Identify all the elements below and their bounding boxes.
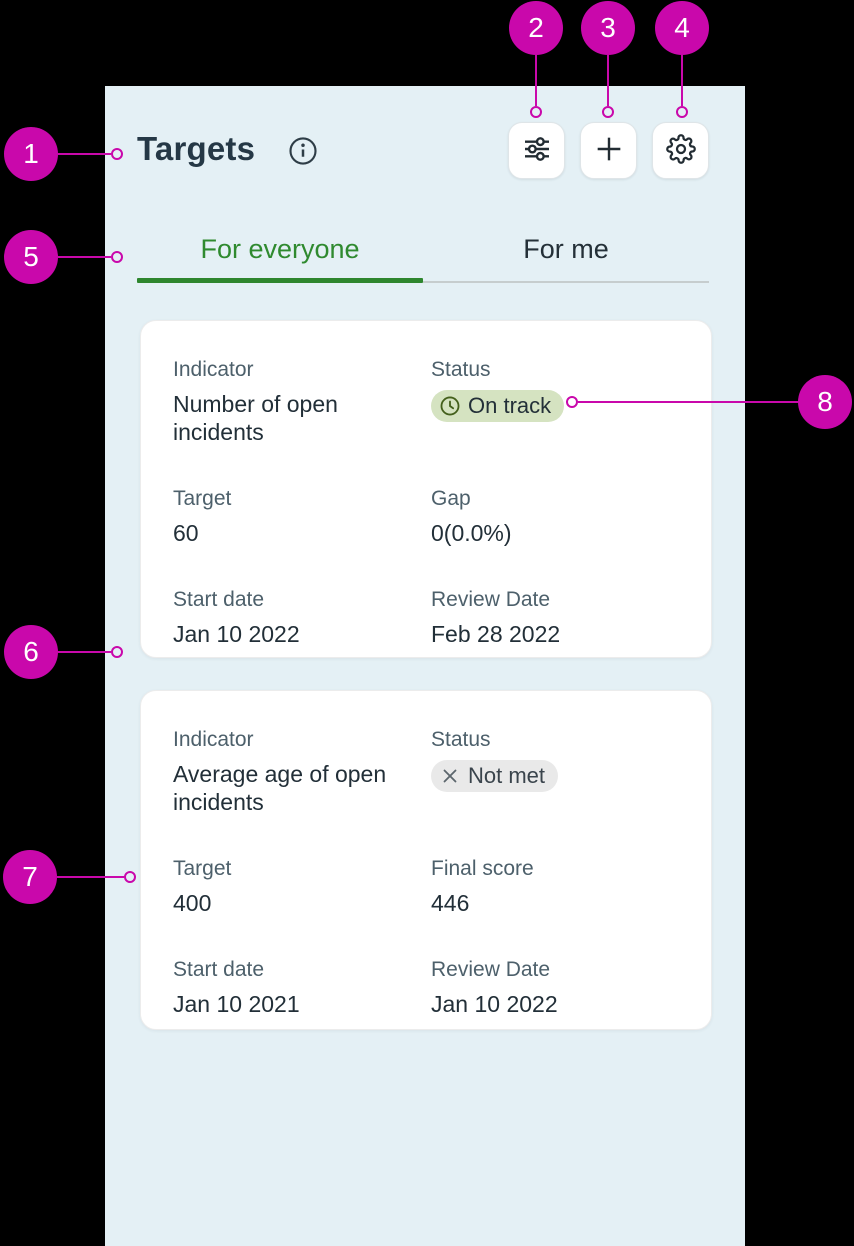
tab-label: For me <box>523 234 609 264</box>
status-badge: On track <box>431 390 565 422</box>
field-cell: Target 60 <box>173 486 431 547</box>
status-text: Not met <box>468 763 546 788</box>
field-cell: Review Date Feb 28 2022 <box>431 587 679 648</box>
tab-label: For everyone <box>200 234 360 264</box>
page-title: Targets <box>137 130 256 167</box>
tab-bar: For everyone For me <box>137 226 709 283</box>
field-label: Target <box>173 487 232 510</box>
status-text: On track <box>468 393 552 418</box>
field-cell: Final score 446 <box>431 856 679 917</box>
callout-5-anchor <box>111 251 123 263</box>
status-label: Status <box>431 358 491 381</box>
indicator-value: Number of open incidents <box>173 391 338 445</box>
callout-3-marker: 3 <box>581 1 635 55</box>
tab-for-everyone[interactable]: For everyone <box>137 226 423 283</box>
callout-3-line <box>606 55 609 106</box>
indicator-cell: Indicator Number of open incidents <box>173 357 431 446</box>
field-value: 0(0.0%) <box>431 520 512 546</box>
field-value: Jan 10 2022 <box>173 621 300 647</box>
add-button[interactable] <box>580 122 637 179</box>
callout-4-anchor <box>676 106 688 118</box>
callout-7-anchor <box>124 871 136 883</box>
field-cell: Gap 0(0.0%) <box>431 486 679 547</box>
info-icon[interactable] <box>288 136 318 166</box>
callout-8-line <box>578 400 798 403</box>
sliders-icon <box>521 133 553 168</box>
callout-2-anchor <box>530 106 542 118</box>
tab-underline <box>423 281 709 283</box>
field-cell: Start date Jan 10 2022 <box>173 587 431 648</box>
target-card-everyone: Indicator Number of open incidents Statu… <box>140 320 712 658</box>
field-value: 446 <box>431 890 470 916</box>
settings-button[interactable] <box>652 122 709 179</box>
callout-4-marker: 4 <box>655 1 709 55</box>
field-value: Feb 28 2022 <box>431 621 561 647</box>
callout-4-line <box>680 55 683 106</box>
field-cell: Target 400 <box>173 856 431 917</box>
x-icon <box>439 765 461 787</box>
filter-button[interactable] <box>508 122 565 179</box>
field-label: Review Date <box>431 588 551 611</box>
field-label: Review Date <box>431 958 551 981</box>
status-badge: Not met <box>431 760 559 792</box>
callout-8-anchor <box>566 396 578 408</box>
callout-5-marker: 5 <box>4 230 58 284</box>
field-label: Target <box>173 857 232 880</box>
tab-active-underline <box>137 278 423 283</box>
field-value: Jan 10 2022 <box>431 991 558 1017</box>
callout-2-marker: 2 <box>509 1 563 55</box>
callout-5-line <box>58 255 111 258</box>
field-cell: Start date Jan 10 2021 <box>173 957 431 1018</box>
status-cell: Status Not met <box>431 727 679 816</box>
field-value: Jan 10 2021 <box>173 991 300 1017</box>
callout-1-marker: 1 <box>4 127 58 181</box>
clock-icon <box>439 395 461 417</box>
field-value: 400 <box>173 890 212 916</box>
callout-6-anchor <box>111 646 123 658</box>
indicator-cell: Indicator Average age of open incidents <box>173 727 431 816</box>
callout-8-marker: 8 <box>798 375 852 429</box>
callout-1-line <box>58 152 111 155</box>
indicator-value: Average age of open incidents <box>173 761 387 815</box>
tab-for-me[interactable]: For me <box>423 226 709 283</box>
status-cell: Status On track <box>431 357 679 446</box>
field-label: Start date <box>173 958 265 981</box>
field-label: Start date <box>173 588 265 611</box>
plus-icon <box>592 132 626 169</box>
field-label: Final score <box>431 857 534 880</box>
callout-2-line <box>534 55 537 106</box>
target-card-not-met: Indicator Average age of open incidents … <box>140 690 712 1030</box>
callout-7-line <box>57 875 124 878</box>
callout-1-anchor <box>111 148 123 160</box>
indicator-label: Indicator <box>173 728 254 751</box>
callout-7-marker: 7 <box>3 850 57 904</box>
gear-icon <box>665 134 696 167</box>
field-value: 60 <box>173 520 199 546</box>
callout-6-marker: 6 <box>4 625 58 679</box>
field-label: Gap <box>431 487 471 510</box>
callout-3-anchor <box>602 106 614 118</box>
status-label: Status <box>431 728 491 751</box>
targets-panel: Targets <box>105 86 745 1246</box>
callout-6-line <box>58 650 111 653</box>
indicator-label: Indicator <box>173 358 254 381</box>
field-cell: Review Date Jan 10 2022 <box>431 957 679 1018</box>
